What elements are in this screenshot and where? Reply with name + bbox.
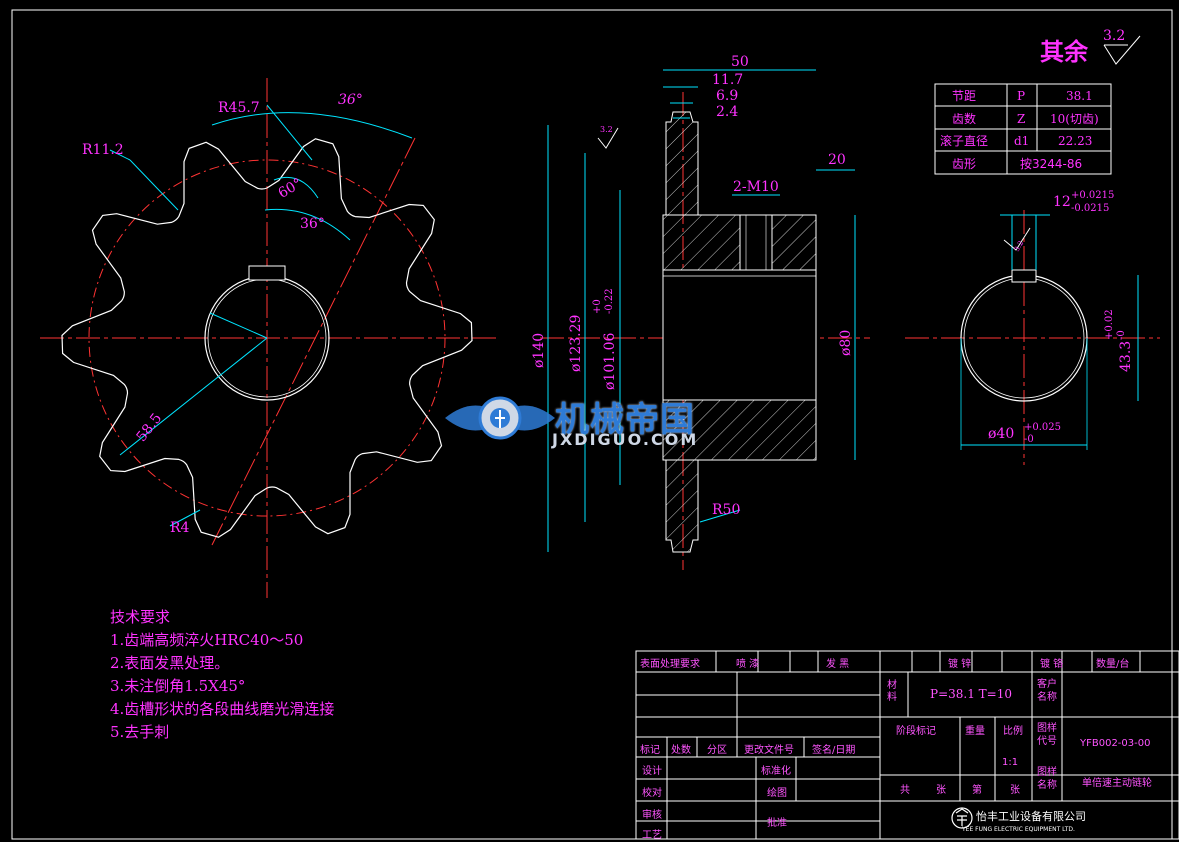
param-symbol-pitch: P	[1017, 89, 1025, 103]
tb-rev-mark: 标记	[640, 745, 660, 756]
tb-material-value: P=38.1 T=10	[930, 687, 1012, 701]
dim-dia-80: ø80	[838, 330, 854, 356]
param-label-teeth: 齿数	[952, 111, 976, 126]
tb-role-approve: 批准	[767, 818, 787, 829]
param-value-profile: 按3244-86	[1020, 157, 1082, 171]
technical-requirements: 技术要求 1.齿端高频淬火HRC40～50 2.表面发黑处理。 3.未注倒角1.…	[110, 606, 334, 744]
dim-dia-40-tol-minus: -0	[1024, 434, 1034, 445]
tb-role-design: 设计	[642, 766, 662, 777]
tech-req-item-1: 1.齿端高频淬火HRC40～50	[110, 631, 304, 649]
tb-customer-label: 客户名称	[1037, 679, 1057, 703]
tech-req-item-3: 3.未注倒角1.5X45°	[110, 677, 246, 695]
tb-zinc: 镀 锌	[948, 659, 972, 670]
tb-material-label: 材料	[887, 680, 897, 703]
param-table-text: 节距 P 38.1 齿数 Z 10(切齿) 滚子直径 d1 22.23 齿形 按…	[940, 89, 1099, 171]
param-value-roller: 22.23	[1058, 134, 1092, 148]
tb-sheet-no: 第	[972, 785, 982, 796]
tb-paint: 喷 漆	[736, 659, 760, 670]
dim-tol-minus-0-22: -0.22	[604, 288, 615, 314]
tb-sheet-total: 共	[900, 785, 910, 796]
param-label-profile: 齿形	[952, 157, 976, 171]
tech-req-item-4: 4.齿槽形状的各段曲线磨光滑连接	[110, 700, 335, 718]
sprocket-parameter-table	[934, 83, 1112, 175]
tb-surface-treatment: 表面处理要求	[640, 659, 700, 670]
watermark-cn: 机械帝国	[555, 400, 695, 440]
dim-12: 12	[1053, 194, 1071, 210]
param-value-teeth: 10(切齿)	[1050, 112, 1099, 126]
dim-dia-40-tol-plus: +0.025	[1024, 422, 1061, 433]
dim-dia-40: ø40	[988, 426, 1014, 442]
dim-43-3: 43.3	[1118, 341, 1134, 372]
dim-12-tol-minus: -0.0215	[1071, 203, 1109, 214]
tb-rev-count: 处数	[671, 745, 691, 756]
company-logo-icon	[951, 807, 973, 829]
general-roughness-symbol: 其余 3.2	[1040, 28, 1141, 66]
param-symbol-roller: d1	[1014, 134, 1029, 148]
tb-rev-sign: 签名/日期	[812, 745, 856, 756]
param-label-pitch: 节距	[952, 89, 976, 103]
dim-43-3-tol-plus: +0.02	[1104, 309, 1115, 340]
dim-12-tol-plus: +0.0215	[1071, 190, 1114, 201]
dim-dia-123-29: ø123.29	[568, 315, 584, 372]
param-symbol-teeth: Z	[1017, 112, 1025, 126]
dim-11-7: 11.7	[712, 72, 743, 88]
tb-qty: 数量/台	[1096, 659, 1130, 670]
hub-end-view: 3.2 12 +0.0215 -0.0215 43.3 +0.02 -0 ø40…	[905, 190, 1160, 465]
roughness-value: 3.2	[1103, 28, 1125, 44]
title-block-grid	[635, 650, 1179, 840]
dim-r45-7: R45.7	[218, 100, 260, 116]
tb-rev-doc: 更改文件号	[744, 745, 794, 756]
sprocket-section-view: 3.2 50 11.7 6.9 2.4 20 2-M10 R50 ø140 ø1…	[531, 54, 870, 570]
sprocket-front-view: R45.7 36° R11.2 60° 36° 58.5 R4	[40, 78, 500, 598]
tech-req-item-2: 2.表面发黑处理。	[110, 654, 230, 672]
dim-2-m10: 2-M10	[733, 179, 779, 195]
section-roughness-value: 3.2	[600, 125, 613, 134]
tb-blacken: 发 黑	[826, 659, 850, 670]
tb-company-cn: 怡丰工业设备有限公司	[976, 810, 1086, 823]
dim-dia-101-06: ø101.06	[602, 332, 618, 390]
tb-weight-label: 重量	[965, 726, 985, 737]
dim-angle-36-top: 36°	[338, 92, 363, 108]
dim-2-4: 2.4	[716, 104, 738, 120]
tb-role-review: 审核	[642, 810, 662, 821]
dim-r50: R50	[712, 502, 740, 518]
dim-50: 50	[731, 54, 749, 70]
tech-req-item-5: 5.去手刺	[110, 723, 170, 741]
drawing-border	[11, 9, 1173, 840]
watermark-en: JXDIGUO.COM	[552, 430, 699, 449]
tb-drawing-name: 单倍速主动链轮	[1082, 778, 1152, 789]
tb-drawing-name-label: 图样名称	[1037, 767, 1057, 791]
tb-role-standard: 标准化	[761, 766, 791, 777]
tb-ratio-label: 比例	[1003, 726, 1023, 737]
tb-stage-label: 阶段标记	[896, 726, 936, 737]
tb-role-process: 工艺	[642, 830, 662, 841]
tb-drawing-no-label: 图样代号	[1037, 723, 1057, 747]
roughness-label: 其余	[1040, 38, 1089, 66]
tb-drawing-no: YFB002-03-00	[1080, 738, 1151, 749]
dim-20: 20	[828, 152, 846, 168]
hub-roughness-value: 3.2	[1013, 239, 1025, 253]
dim-r11-2: R11.2	[82, 142, 124, 158]
tb-chrome: 镀 铬	[1040, 659, 1064, 670]
param-label-roller: 滚子直径	[940, 133, 988, 148]
watermark-gear-icon	[445, 396, 555, 440]
tb-role-draw: 绘图	[767, 788, 787, 799]
dim-6-9: 6.9	[716, 88, 738, 104]
tech-req-title: 技术要求	[110, 608, 171, 626]
tb-sheet-unit-2: 张	[1010, 785, 1020, 796]
tb-role-check: 校对	[642, 788, 662, 799]
dim-angle-36-mid: 36°	[300, 216, 325, 232]
dim-dia-140: ø140	[531, 333, 547, 368]
dim-43-3-tol-minus: -0	[1116, 330, 1127, 340]
tb-rev-zone: 分区	[707, 745, 727, 756]
dim-r4: R4	[170, 520, 190, 536]
tb-company-en: YEE FUNG ELECTRIC EQUIPMENT LTD.	[962, 826, 1075, 833]
param-value-pitch: 38.1	[1066, 89, 1093, 103]
dim-tol-plus-0: +0	[592, 299, 603, 314]
tb-sheet-unit-1: 张	[936, 785, 946, 796]
tb-ratio-value: 1:1	[1002, 757, 1019, 768]
dim-58-5: 58.5	[133, 411, 165, 445]
